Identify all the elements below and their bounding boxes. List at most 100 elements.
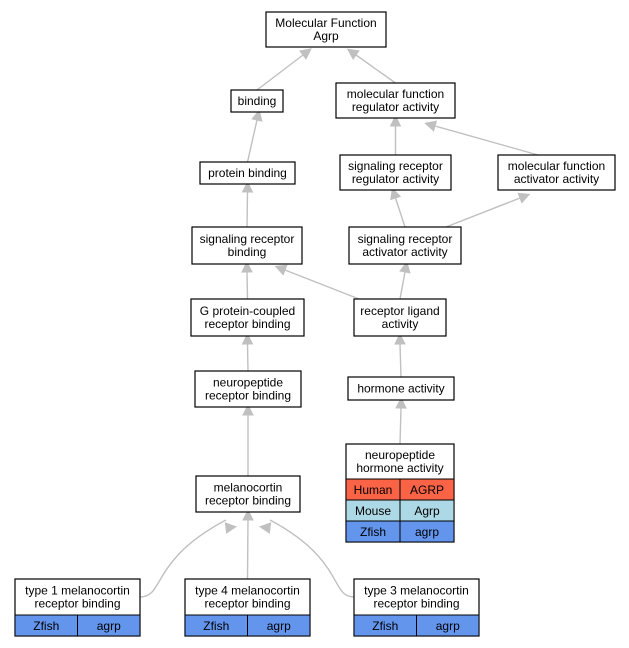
edge-mrb-to-nprb (242, 403, 254, 476)
node-label-line: receptor ligand (360, 304, 439, 318)
edge-srra-to-mfra (389, 114, 402, 155)
species-label: Zfish (203, 619, 229, 633)
node-label-line: binding (228, 245, 267, 259)
node-box (199, 161, 296, 185)
species-label: Zfish (372, 619, 398, 633)
gene-label: agrp (97, 619, 121, 633)
edge-nprb-to-gpcrb (241, 332, 254, 372)
node-label-line: regulator activity (352, 172, 439, 186)
annotation-row-zfish: Zfish agrp (184, 614, 311, 637)
species-label: Zfish (360, 525, 386, 539)
annotation-row-zfish: Zfish agrp (14, 614, 141, 637)
node-box (347, 376, 455, 401)
node-label-line: activity (382, 317, 419, 331)
node-box (195, 475, 301, 513)
edge-gpcrb-to-srb (241, 260, 253, 300)
node-label-line: hormone activity (357, 382, 444, 396)
node-box (190, 298, 305, 337)
node-label-line: neuropeptide (365, 448, 435, 462)
node-label-line: receptor binding (373, 597, 459, 611)
annotation-row-human: Human AGRP (345, 478, 455, 501)
node-label-line: receptor binding (34, 597, 120, 611)
node-box (339, 154, 452, 191)
node-label-line: receptor binding (205, 494, 291, 508)
node-label-line: signaling receptor (200, 232, 295, 246)
edge-nha-to-ha (395, 396, 407, 445)
node-label-line: signaling receptor (348, 159, 443, 173)
node-label-line: activator activity (362, 245, 447, 259)
gene-label: AGRP (410, 483, 444, 497)
node-label-line: molecular function (508, 159, 605, 173)
node-binding[interactable]: binding (230, 89, 284, 113)
node-label-line: receptor binding (204, 597, 290, 611)
node-label-line: melanocortin (214, 481, 283, 495)
node-protein-binding[interactable]: protein binding (199, 161, 296, 185)
edge-srb-to-protein_binding (241, 180, 254, 228)
node-box (194, 370, 302, 408)
node-label-line: type 4 melanocortin (195, 584, 300, 598)
edge-rla-to-sraa (399, 261, 411, 300)
node-label-line: protein binding (208, 166, 287, 180)
gene-label: Agrp (414, 504, 440, 518)
edge-sraa-to-srra (390, 187, 406, 228)
node-label-line: G protein-coupled (200, 304, 295, 318)
edge-sraa-to-mfaa (445, 192, 531, 228)
gene-label: agrp (415, 525, 439, 539)
annotation-row-zfish: Zfish agrp (353, 614, 480, 637)
node-box (335, 82, 456, 119)
annotation-row-zfish: Zfish agrp (345, 520, 455, 543)
node-box (348, 226, 462, 265)
node-label-line: Agrp (313, 29, 339, 43)
edge-binding-to-root (256, 48, 312, 91)
species-label: Human (354, 483, 393, 497)
node-label-line: receptor binding (205, 389, 291, 403)
node-box (497, 154, 616, 191)
node-box (191, 226, 303, 265)
edge-mfra-to-root (346, 48, 396, 84)
node-label-line: receptor binding (204, 317, 290, 331)
edge-protein_binding-to-binding (246, 109, 263, 163)
gene-label: agrp (436, 619, 460, 633)
node-box (265, 11, 387, 48)
node-ha[interactable]: hormone activity (347, 376, 455, 401)
annotation-row-mouse: Mouse Agrp (345, 499, 455, 522)
species-label: Zfish (33, 619, 59, 633)
node-box (230, 89, 284, 113)
edge-ha-to-rla (394, 332, 406, 378)
node-label-line: type 1 melanocortin (25, 584, 130, 598)
node-label-line: signaling receptor (358, 232, 453, 246)
node-label-line: hormone activity (356, 461, 443, 475)
edge-t1-to-mrb (139, 519, 238, 598)
species-label: Mouse (355, 504, 391, 518)
node-label-line: molecular function (347, 87, 444, 101)
edges-layer (139, 48, 539, 598)
node-label-line: regulator activity (352, 100, 439, 114)
gene-label: agrp (267, 619, 291, 633)
node-label-line: activator activity (514, 172, 599, 186)
edge-t3-to-mrb (258, 519, 355, 598)
node-label-line: type 3 melanocortin (364, 584, 469, 598)
node-box (353, 298, 447, 337)
node-label-line: binding (238, 94, 277, 108)
edge-rla-to-srb (274, 264, 360, 300)
edge-t4-to-mrb (242, 508, 254, 580)
edge-mfaa-to-mfra (424, 120, 539, 156)
node-label-line: Molecular Function (275, 16, 376, 30)
node-label-line: neuropeptide (213, 376, 283, 390)
